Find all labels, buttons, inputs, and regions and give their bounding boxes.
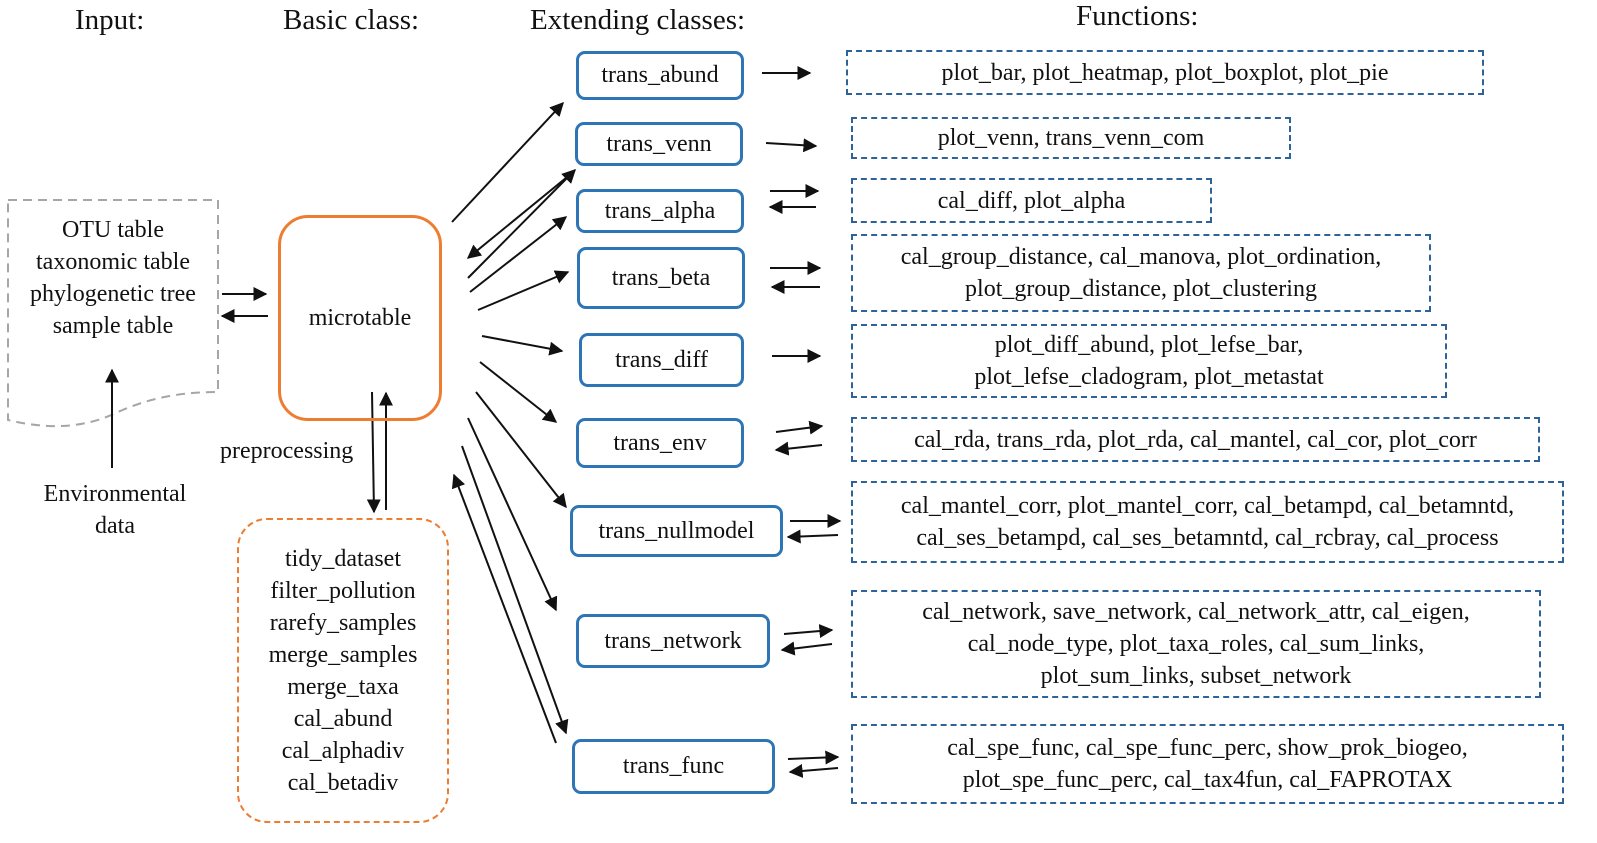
class-label: trans_network — [604, 627, 742, 654]
arrow-trans-venn-to-functions — [765, 138, 818, 153]
environmental-data: Environmental data — [20, 478, 210, 542]
class-trans-func[interactable]: trans_func — [572, 739, 775, 794]
preprocessing-method: merge_samples — [268, 641, 418, 668]
preprocessing-method: cal_abund — [293, 705, 393, 732]
functions-trans-nullmodel: cal_mantel_corr, plot_mantel_corr, cal_b… — [851, 481, 1564, 563]
class-label: trans_nullmodel — [598, 517, 755, 544]
arrow-trans-func-to-microtable — [451, 473, 557, 744]
class-trans-beta[interactable]: trans_beta — [577, 247, 745, 309]
functions-trans-func: cal_spe_func, cal_spe_func_perc, show_pr… — [851, 724, 1564, 804]
preprocessing-method: rarefy_samples — [269, 609, 417, 636]
function-line: cal_mantel_corr, plot_mantel_corr, cal_b… — [900, 493, 1515, 519]
header-basic-class: Basic class: — [283, 4, 420, 36]
preprocessing-methods-box: tidy_dataset filter_pollution rarefy_sam… — [237, 518, 449, 823]
class-label: trans_func — [622, 753, 725, 779]
function-line: cal_spe_func, cal_spe_func_perc, show_pr… — [947, 735, 1468, 761]
arrow-microtable-to-trans-abund — [451, 101, 564, 223]
header-functions: Functions: — [1076, 0, 1199, 32]
function-line: cal_diff, plot_alpha — [937, 187, 1126, 214]
arrow-microtable-to-trans-beta — [477, 270, 570, 311]
functions-trans-abund: plot_bar, plot_heatmap, plot_boxplot, pl… — [846, 50, 1484, 95]
input-line: sample table — [52, 313, 174, 339]
arrow-microtable-to-trans-alpha — [469, 216, 568, 293]
class-label: trans_diff — [615, 346, 708, 373]
arrow-trans-venn-to-microtable — [466, 172, 573, 259]
arrow-microtable-to-trans-nullmodel — [475, 391, 567, 509]
function-line: plot_diff_abund, plot_lefse_bar, — [994, 332, 1304, 358]
function-line: plot_bar, plot_heatmap, plot_boxplot, pl… — [941, 59, 1389, 86]
function-line: plot_sum_links, subset_network — [1040, 663, 1352, 689]
class-trans-diff[interactable]: trans_diff — [579, 333, 744, 387]
arrow-microtable-to-trans-func — [461, 445, 569, 735]
class-label: trans_alpha — [604, 197, 716, 224]
arrow-trans-env-to-functions — [775, 420, 824, 435]
functions-trans-beta: cal_group_distance, cal_manova, plot_ord… — [851, 234, 1431, 312]
preprocessing-method: cal_betadiv — [287, 769, 399, 796]
header-extending-classes: Extending classes: — [530, 4, 746, 36]
preprocessing-label: preprocessing — [220, 438, 354, 464]
microtable-label: microtable — [308, 304, 412, 331]
class-label: trans_beta — [611, 264, 711, 291]
class-trans-venn[interactable]: trans_venn — [575, 122, 743, 166]
function-line: cal_ses_betampd, cal_ses_betamntd, cal_r… — [916, 525, 1499, 551]
input-document: OTU table taxonomic table phylogenetic t… — [8, 214, 218, 342]
environmental-line: data — [95, 513, 135, 539]
function-line: cal_group_distance, cal_manova, plot_ord… — [900, 244, 1382, 270]
class-trans-network[interactable]: trans_network — [576, 614, 770, 668]
arrow-functions-to-trans-env — [774, 441, 823, 456]
function-line: cal_network, save_network, cal_network_a… — [922, 599, 1470, 625]
arrow-microtable-to-preprocessing — [366, 391, 381, 514]
arrow-trans-func-to-functions — [787, 750, 840, 765]
function-line: plot_venn, trans_venn_com — [937, 125, 1205, 151]
environmental-line: Environmental — [43, 481, 187, 507]
arrow-trans-network-to-functions — [783, 624, 834, 639]
function-line: cal_node_type, plot_taxa_roles, cal_sum_… — [967, 631, 1425, 657]
functions-trans-env: cal_rda, trans_rda, plot_rda, cal_mantel… — [851, 417, 1540, 462]
input-line: OTU table — [62, 217, 164, 243]
functions-trans-venn: plot_venn, trans_venn_com — [851, 117, 1291, 159]
functions-trans-alpha: cal_diff, plot_alpha — [851, 178, 1212, 223]
functions-trans-network: cal_network, save_network, cal_network_a… — [851, 590, 1541, 698]
arrow-microtable-to-trans-diff — [481, 335, 564, 356]
class-label: trans_env — [613, 429, 707, 456]
function-line: plot_spe_func_perc, cal_tax4fun, cal_FAP… — [962, 767, 1453, 793]
function-line: plot_lefse_cladogram, plot_metastat — [974, 364, 1324, 390]
preprocessing-method: filter_pollution — [270, 577, 416, 604]
arrow-microtable-to-trans-venn — [467, 169, 576, 279]
arrow-microtable-to-trans-env — [479, 361, 558, 423]
preprocessing-method: tidy_dataset — [285, 545, 401, 572]
class-trans-abund[interactable]: trans_abund — [576, 51, 744, 100]
arrow-functions-to-trans-nullmodel — [786, 529, 839, 544]
input-document-shape — [7, 199, 219, 428]
class-trans-alpha[interactable]: trans_alpha — [576, 189, 744, 233]
arrow-functions-to-trans-func — [788, 763, 839, 778]
preprocessing-method: cal_alphadiv — [281, 737, 405, 764]
input-line: taxonomic table — [36, 249, 190, 275]
arrow-microtable-to-trans-network — [467, 417, 558, 612]
class-label: trans_abund — [601, 62, 719, 88]
class-trans-env[interactable]: trans_env — [576, 418, 744, 468]
preprocessing-method: merge_taxa — [287, 673, 399, 700]
function-line: cal_rda, trans_rda, plot_rda, cal_mantel… — [914, 426, 1477, 453]
input-line: phylogenetic tree — [30, 281, 196, 307]
class-trans-nullmodel[interactable]: trans_nullmodel — [570, 505, 783, 557]
header-input: Input: — [75, 4, 145, 36]
arrow-functions-to-trans-network — [780, 641, 833, 656]
functions-trans-diff: plot_diff_abund, plot_lefse_bar, plot_le… — [851, 324, 1447, 398]
class-label: trans_venn — [606, 130, 712, 157]
function-line: plot_group_distance, plot_clustering — [965, 276, 1317, 302]
microtable-node[interactable]: microtable — [278, 215, 442, 421]
